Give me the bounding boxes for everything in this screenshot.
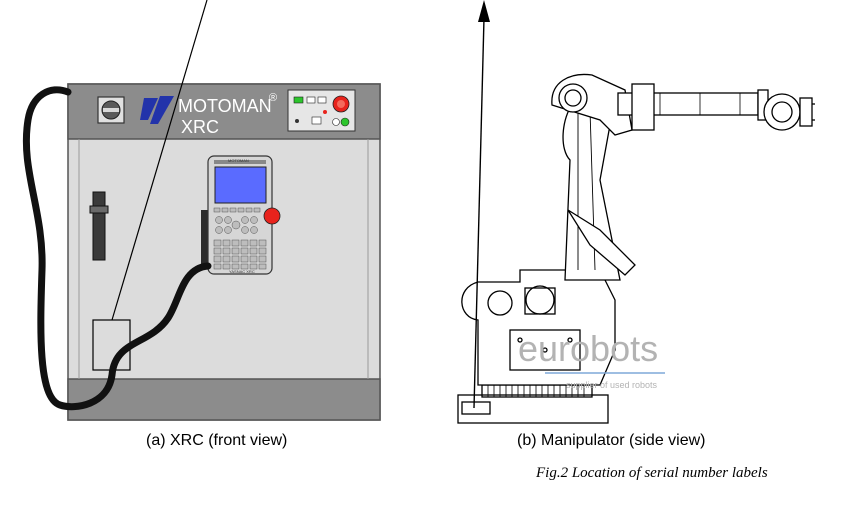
pendant-estop-icon: [263, 207, 281, 225]
cabinet-bottom-band: [67, 378, 381, 421]
controller-model: XRC: [181, 117, 220, 137]
base-plate: [457, 394, 609, 424]
pendant-screen: [214, 166, 267, 204]
leader-line-xrc: [111, 0, 208, 321]
leader-arrow-manipulator: [473, 0, 490, 409]
programming-pendant: [207, 155, 281, 275]
caption-manipulator: (b) Manipulator (side view): [517, 432, 706, 449]
pendant-model: YASNAC XRC: [229, 269, 255, 274]
caption-xrc: (a) XRC (front view): [146, 432, 288, 449]
watermark-name: eurobots: [518, 328, 659, 369]
watermark-tagline: supplier of used robots: [566, 380, 658, 390]
motoman-logo-icon: [140, 96, 174, 124]
power-switch-icon: [97, 96, 125, 124]
xrc-controller: [22, 0, 381, 421]
pendant-cable: [22, 86, 212, 411]
registered-mark: ®: [269, 92, 278, 104]
pendant-brand: MOTOMAN: [228, 158, 249, 163]
arrow-head-icon: [478, 0, 490, 22]
manipulator: [457, 73, 815, 424]
figure-caption: Fig.2 Location of serial number labels: [536, 465, 768, 481]
controller-brand: MOTOMAN: [178, 96, 272, 116]
door-handle: [89, 191, 109, 261]
operation-panel: [287, 89, 356, 132]
